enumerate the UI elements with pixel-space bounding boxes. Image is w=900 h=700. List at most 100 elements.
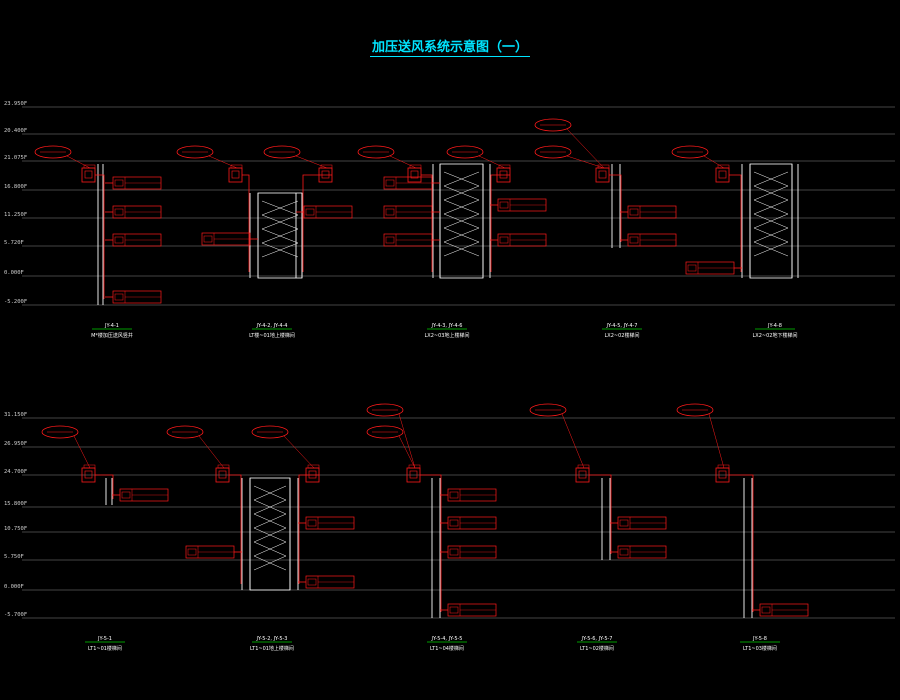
level-elevation-text: 10.750F bbox=[4, 526, 27, 532]
stair-hatch bbox=[443, 227, 480, 257]
fan-label-box bbox=[498, 164, 511, 169]
supply-riser-duct bbox=[420, 474, 442, 612]
equipment-tag-ellipse bbox=[529, 403, 567, 417]
damper-symbol bbox=[385, 236, 395, 244]
level-elevation-text: 21.075F bbox=[4, 155, 27, 161]
supply-fan-inner bbox=[410, 170, 419, 179]
fan-label-box bbox=[83, 164, 96, 169]
damper-symbol bbox=[449, 548, 459, 556]
supply-riser-duct bbox=[298, 474, 319, 584]
system-name: M*楼加压送风竖井 bbox=[91, 332, 133, 339]
level-elevation-text: -5.700F bbox=[4, 612, 27, 618]
level-elevation-text: 15.800F bbox=[4, 501, 27, 507]
damper-symbol bbox=[449, 491, 459, 499]
system-name: LT1~01地上楼梯间 bbox=[250, 645, 294, 652]
stair-hatch bbox=[443, 171, 480, 201]
damper-symbol bbox=[305, 208, 315, 216]
system-tag: JY-5-6, JY-5-7 bbox=[581, 636, 613, 642]
fan-label-box bbox=[217, 464, 230, 469]
system-name: LX2~03地上楼梯间 bbox=[425, 332, 470, 339]
section-1-level-lines: 23.950F20.400F21.075F16.800F11.250F5.720… bbox=[4, 101, 895, 306]
damper-symbol bbox=[121, 491, 131, 499]
system-name: LT1~04楼梯间 bbox=[430, 645, 464, 652]
system-tag: JY-4-1 bbox=[104, 323, 119, 329]
level-elevation-text: 5.750F bbox=[4, 554, 24, 560]
leader-line bbox=[703, 155, 725, 169]
damper-symbol bbox=[385, 179, 395, 187]
level-elevation-text: 20.400F bbox=[4, 128, 27, 134]
leader-line bbox=[561, 413, 585, 469]
equipment-tag-ellipse bbox=[366, 425, 404, 439]
level-elevation-text: -5.200F bbox=[4, 299, 27, 305]
pressurization-unit bbox=[366, 403, 497, 618]
equipment-tag-ellipse bbox=[263, 145, 301, 159]
level-elevation-text: 31.150F bbox=[4, 412, 27, 418]
system-name: LX2~02楼梯间 bbox=[605, 332, 640, 339]
fan-label-box bbox=[83, 464, 96, 469]
system-tag: JY-4-8 bbox=[767, 323, 782, 329]
supply-fan-inner bbox=[218, 470, 227, 479]
supply-riser-duct bbox=[729, 474, 754, 612]
system-tag: JY-5-4, JY-5-5 bbox=[431, 636, 463, 642]
damper-symbol bbox=[203, 235, 213, 243]
damper-symbol bbox=[629, 236, 639, 244]
equipment-tag-ellipse bbox=[676, 403, 714, 417]
fan-label-box bbox=[717, 164, 730, 169]
system-name: LT1~03楼梯间 bbox=[743, 645, 777, 652]
supply-fan-box bbox=[715, 167, 730, 183]
fan-label-box bbox=[320, 164, 333, 169]
fan-label-box bbox=[408, 464, 421, 469]
system-tag: JY-4-2, JY-4-4 bbox=[256, 323, 288, 329]
system-tag: JY-5-2, JY-5-3 bbox=[256, 636, 288, 642]
equipment-tag-ellipse bbox=[34, 145, 72, 159]
section-1-equipment bbox=[34, 118, 799, 305]
level-elevation-text: 23.950F bbox=[4, 101, 27, 107]
title-text: 加压送风系统示意图（一） bbox=[369, 40, 530, 57]
damper-symbol bbox=[499, 201, 509, 209]
pressurization-unit bbox=[41, 425, 169, 505]
supply-fan-inner bbox=[499, 170, 508, 179]
damper-symbol bbox=[187, 548, 197, 556]
pressurization-unit bbox=[446, 145, 547, 278]
equipment-tag-ellipse bbox=[534, 145, 572, 159]
supply-riser-duct bbox=[589, 474, 612, 554]
damper-symbol bbox=[629, 208, 639, 216]
supply-riser-duct bbox=[242, 174, 250, 272]
system-name: LT楼~01地上楼梯间 bbox=[249, 332, 295, 339]
equipment-tag-ellipse bbox=[366, 403, 404, 417]
stair-hatch bbox=[753, 199, 789, 229]
leader-line bbox=[708, 413, 725, 469]
supply-riser-duct bbox=[95, 474, 114, 499]
pressurization-unit bbox=[251, 425, 355, 590]
stair-hatch bbox=[443, 199, 480, 229]
stair-hatch bbox=[253, 485, 287, 515]
drawing-title: 加压送风系统示意图（一） bbox=[0, 36, 900, 57]
level-elevation-text: 16.800F bbox=[4, 184, 27, 190]
stair-hatch bbox=[753, 227, 789, 257]
supply-riser-duct bbox=[729, 174, 742, 272]
supply-riser-duct bbox=[302, 174, 332, 272]
leader-line bbox=[208, 155, 238, 169]
stair-enclosure bbox=[749, 163, 793, 279]
leader-line bbox=[478, 155, 506, 169]
fan-label-box bbox=[409, 164, 422, 169]
supply-fan-inner bbox=[308, 470, 317, 479]
stair-hatch bbox=[753, 171, 789, 201]
leader-line bbox=[398, 413, 416, 469]
leader-line bbox=[66, 155, 91, 169]
supply-fan-box bbox=[407, 167, 422, 183]
supply-fan-inner bbox=[409, 470, 418, 479]
system-name: LT1~01楼梯间 bbox=[88, 645, 122, 652]
equipment-tag-ellipse bbox=[176, 145, 214, 159]
damper-symbol bbox=[114, 179, 124, 187]
stair-enclosure bbox=[249, 477, 291, 591]
pressurization-unit bbox=[676, 403, 809, 618]
pressurization-unit bbox=[671, 145, 799, 279]
section-2-level-lines: 31.150F26.950F24.700F15.800F10.750F5.750… bbox=[4, 412, 895, 619]
equipment-tag-ellipse bbox=[446, 145, 484, 159]
leader-line bbox=[566, 128, 605, 169]
stair-enclosure bbox=[257, 192, 303, 279]
damper-symbol bbox=[619, 519, 629, 527]
fan-label-box bbox=[230, 164, 243, 169]
equipment-tag-ellipse bbox=[534, 118, 572, 132]
